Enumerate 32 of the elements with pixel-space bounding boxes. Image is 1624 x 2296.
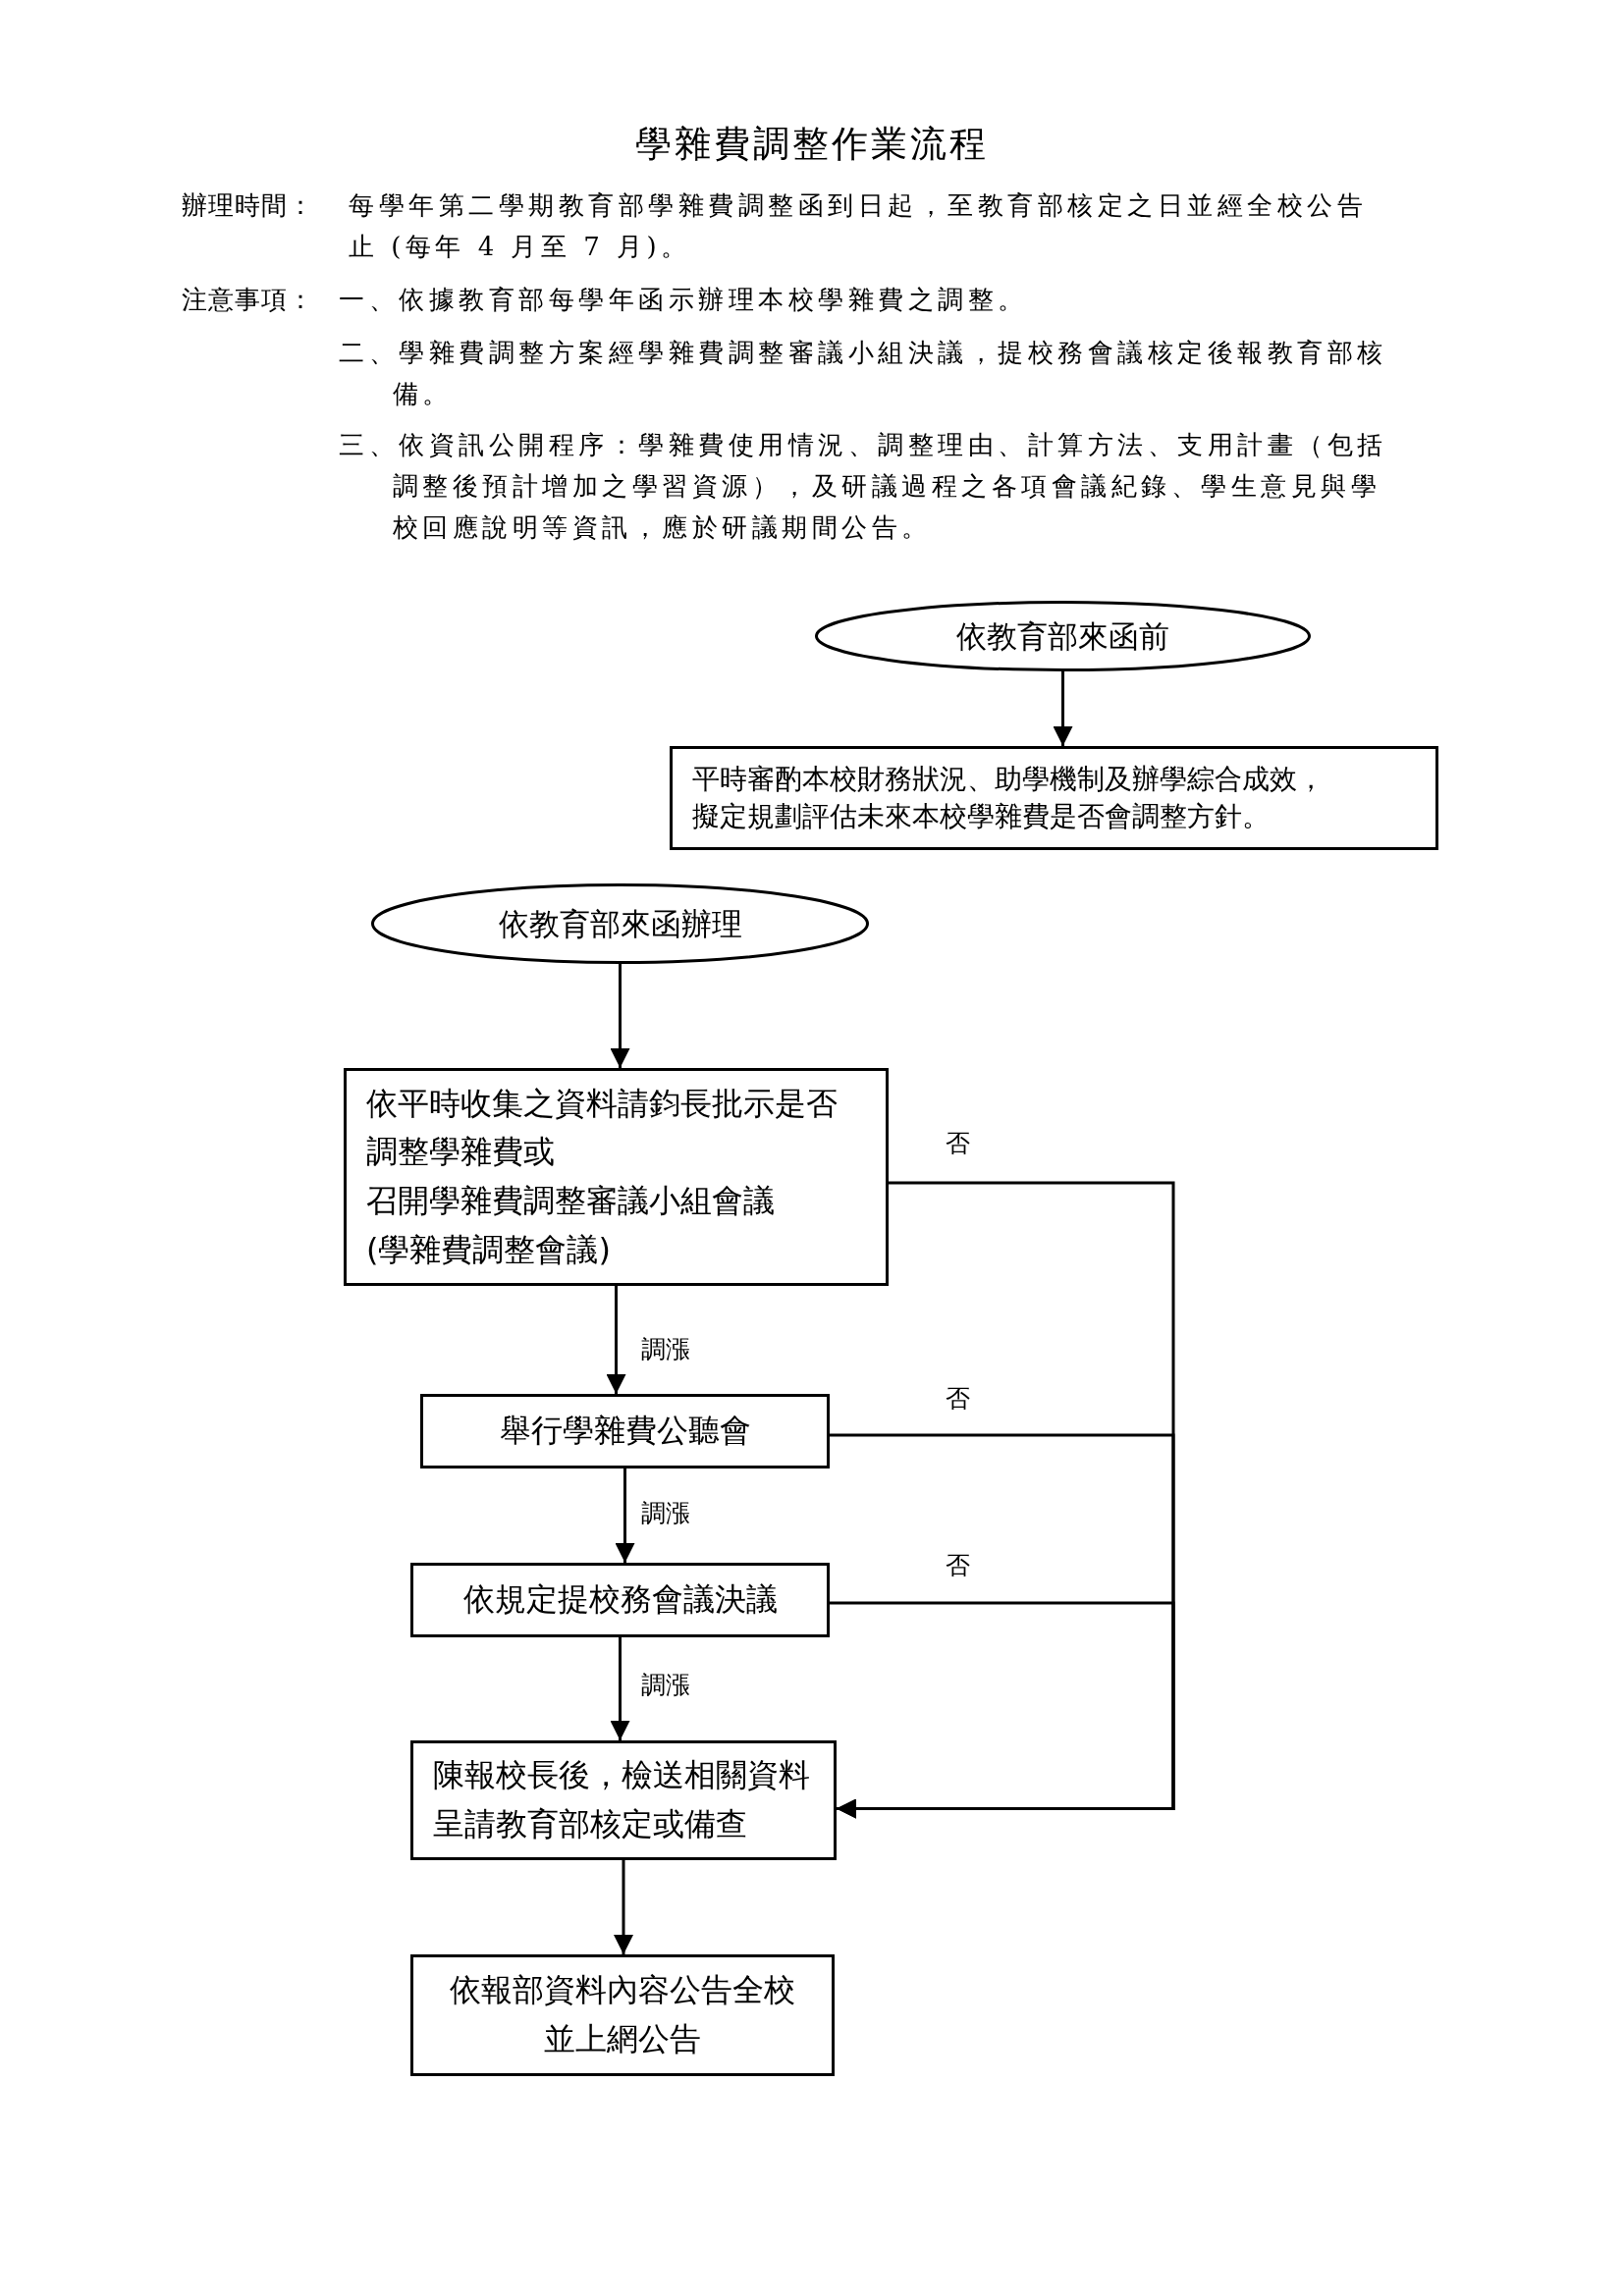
node-text: 依規定提校務會議決議 (462, 1579, 778, 1621)
arrow (610, 964, 630, 1068)
arrow (1053, 671, 1073, 746)
node-text: 舉行學雜費公聽會 (499, 1411, 751, 1452)
process-box (344, 1068, 889, 1286)
arrow (610, 1637, 630, 1740)
process-box (410, 1563, 830, 1637)
arrow (615, 1468, 635, 1563)
process-box (410, 1740, 837, 1860)
terminal-ellipse (815, 601, 1311, 671)
terminal-ellipse (371, 883, 869, 964)
node-text: 依教育部來函前 (956, 616, 1169, 656)
node-text: 召開學雜費調整審議小組會議 (366, 1181, 775, 1221)
note-text: 三、依資訊公開程序：學雜費使用情況、調整理由、計算方法、支用計畫（包括調整後預計增加之學習資源），及研議過程之各項會議紀錄、學生意見與學校回應說明等資訊，應於研議期間公告。 (339, 429, 1388, 544)
node-text: (學雜費調整會議) (366, 1229, 611, 1270)
title: 學雜費調整作業流程 (634, 122, 990, 167)
note-text: 每學年第二學期教育部學雜費調整函到日起，至教育部核定之日並經全校公告止 (每年 4 月至 7 月)。 (349, 189, 1368, 263)
arrow (830, 1601, 1175, 1819)
process-box (410, 1954, 835, 2076)
arrow (606, 1286, 626, 1394)
node-text: 平時審酌本校財務狀況、助學機制及辦學綜合成效，擬定規劃評估未來本校學雜費是否會調整方針。 (692, 762, 1325, 834)
note-text: 注意事項： (182, 284, 315, 316)
node-text: 依平時收集之資料請鈞長批示是否調整學雜費或 (366, 1083, 839, 1173)
node-text: 依教育部來函辦理 (498, 904, 742, 943)
process-box (420, 1394, 830, 1468)
process-box (670, 746, 1438, 850)
node-text: 依報部資料內容公告全校並上網公告 (449, 1970, 796, 2059)
note-text: 二、學雜費調整方案經學雜費調整審議小組決議，提校務會議核定後報教育部核備。 (339, 337, 1388, 410)
arrow (614, 1860, 633, 1954)
note-text: 辦理時間： (182, 189, 315, 222)
note-text: 一、依據教育部每學年函示辦理本校學雜費之調整。 (339, 284, 1029, 316)
node-text: 陳報校長後，檢送相關資料呈請教育部核定或備查 (433, 1755, 811, 1844)
